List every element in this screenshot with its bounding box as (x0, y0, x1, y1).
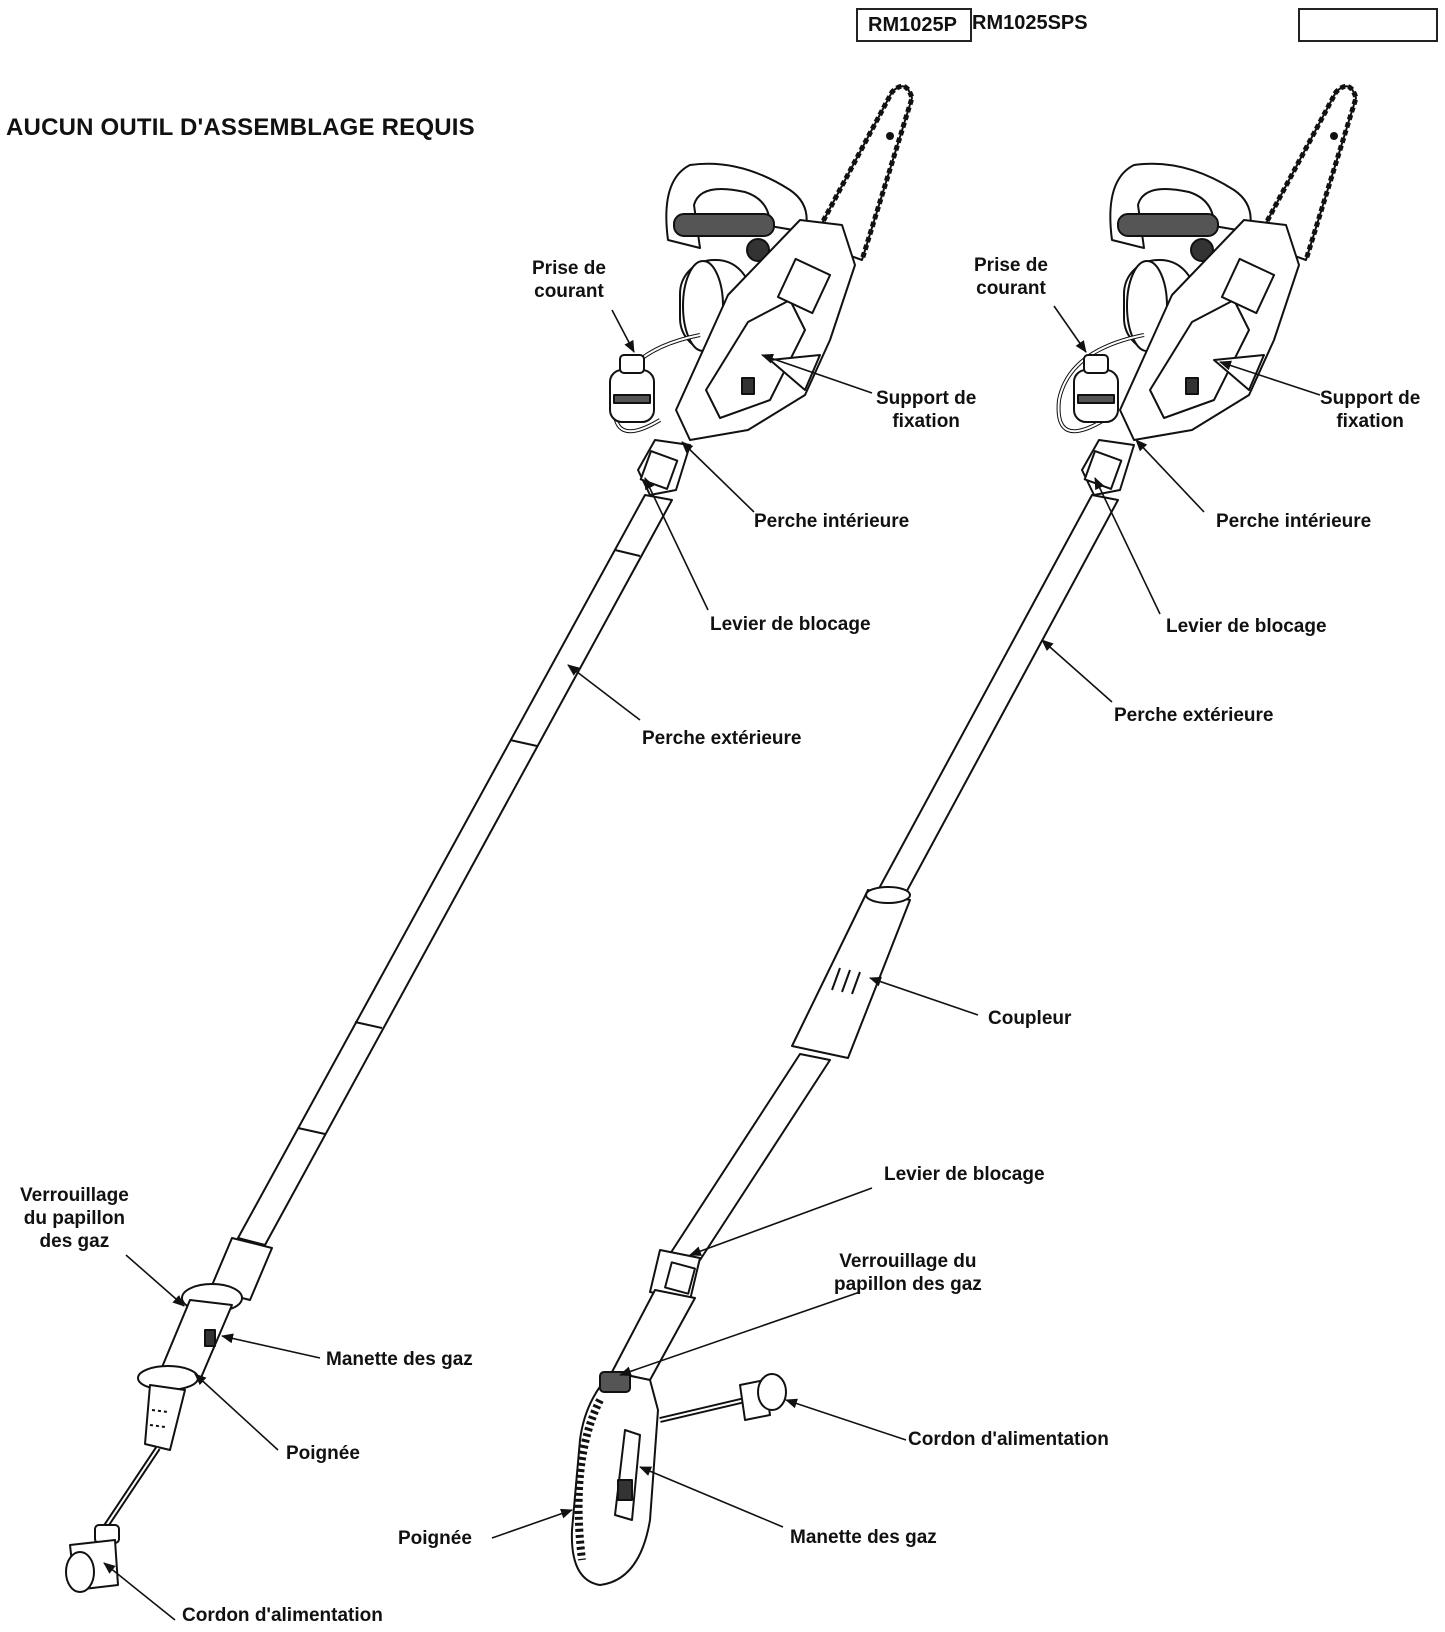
right-pole-saw (570, 83, 1359, 1586)
left-power-cord (65, 1446, 161, 1593)
page-title: AUCUN OUTIL D'ASSEMBLAGE REQUIS (6, 114, 475, 141)
right-lower-pole (669, 1053, 831, 1261)
label-right-power-cord: Cordon d'alimentation (908, 1429, 1109, 1450)
left-body (675, 219, 856, 441)
right-body (1119, 219, 1300, 441)
right-power-outlet (1056, 333, 1145, 434)
left-locking-lever (637, 439, 691, 496)
left-pole (237, 494, 673, 1246)
right-d-handle (570, 1371, 659, 1586)
left-power-outlet (609, 333, 701, 434)
right-upper-pole (875, 494, 1119, 901)
model-number-plain: RM1025SPS (972, 12, 1088, 34)
label-right-grip: Poignée (398, 1528, 472, 1549)
label-left-grip: Poignée (286, 1443, 360, 1464)
right-top-handle (1109, 162, 1252, 262)
label-left-power-cord: Cordon d'alimentation (182, 1605, 383, 1626)
label-right-throttle: Manette des gaz (790, 1527, 937, 1548)
label-left-inner-pole: Perche intérieure (754, 511, 910, 532)
left-pole-saw (65, 83, 915, 1593)
right-locking-lever-top (1081, 439, 1135, 496)
label-right-coupler: Coupleur (988, 1008, 1072, 1029)
left-chain-bar (809, 83, 915, 261)
label-right-outer-pole: Perche extérieure (1114, 705, 1274, 726)
right-locking-lever-bottom (611, 1249, 701, 1381)
label-right-locking-lever-bottom: Levier de blocage (884, 1164, 1045, 1185)
leader-lines (103, 305, 1321, 1621)
label-left-locking-lever: Levier de blocage (710, 614, 871, 635)
left-handle-assembly (137, 1237, 273, 1451)
right-power-cord (659, 1373, 787, 1423)
model-number-boxed: RM1025P (856, 8, 972, 42)
right-chain-bar (1253, 83, 1359, 261)
label-right-inner-pole: Perche intérieure (1216, 511, 1372, 532)
label-left-outer-pole: Perche extérieure (642, 728, 802, 749)
right-coupler (791, 886, 911, 1059)
left-top-handle (665, 162, 808, 262)
blank-box (1298, 8, 1438, 42)
label-right-locking-lever-top: Levier de blocage (1166, 616, 1327, 637)
label-left-throttle: Manette des gaz (326, 1349, 473, 1370)
